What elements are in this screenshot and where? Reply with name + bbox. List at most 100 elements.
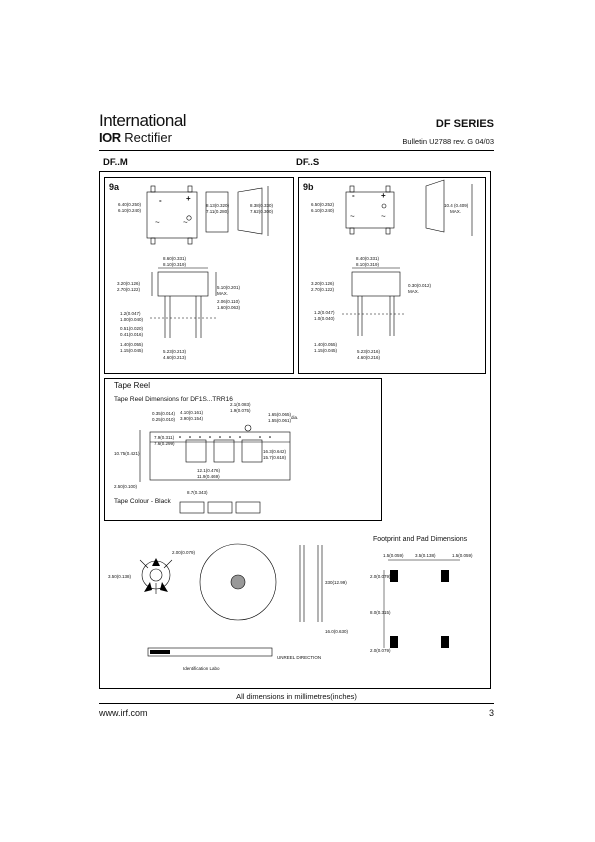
- fp-dim-a: 1.5(0.059): [383, 553, 404, 558]
- fp-dim-e: 8.0(0.315): [370, 610, 391, 615]
- brand-logo: IOR Rectifier: [99, 130, 172, 145]
- tape-dim-i: 2.50(0.100): [114, 484, 138, 489]
- dim-9b-lead-l: 3.20(0.126): [311, 281, 335, 286]
- figure-9a-label: 9a: [109, 182, 120, 192]
- reel-dim-b: 3.50(0.138): [108, 574, 132, 579]
- dim-9b-pitch2: 4.60(0.216): [357, 355, 381, 360]
- tape-dim-h: 12.1(0.476): [197, 468, 221, 473]
- figure-9b-panel: [298, 177, 486, 374]
- figure-9b-label: 9b: [303, 182, 314, 192]
- footer-divider: [99, 703, 494, 704]
- dim-9a-lead-h2: 7.62(0.300): [250, 209, 274, 214]
- page-number: 3: [488, 708, 494, 718]
- dim-9a-body-h: 6.40(0.250): [118, 202, 142, 207]
- dim-9a-body-h2: 6.10(0.240): [118, 208, 142, 213]
- footprint-title: Footprint and Pad Dimensions: [373, 536, 468, 543]
- tape-dim-c: 2.1(0.083): [230, 402, 251, 407]
- tape-dim-e2: 7.6(0.299): [154, 441, 175, 446]
- dim-9b-pitch: 5.23(0.216): [357, 349, 381, 354]
- reel-dim-c: 330(12.99): [325, 580, 347, 585]
- dim-9b-top-w: 8.40(0.331): [356, 256, 380, 261]
- dim-9a-lead-l2: 2.70(0.122): [117, 287, 141, 292]
- dim-9a-span: 5.10(0.201): [217, 285, 241, 290]
- reel-dim-a: 2.00(0.079): [172, 550, 196, 555]
- tape-dim-e: 7.9(0.311): [154, 435, 175, 440]
- tape-dim-f2: 15.7(0.618): [263, 455, 287, 460]
- tape-dim-f: 16.3(0.642): [263, 449, 287, 454]
- figure-9a-panel: [104, 177, 294, 374]
- dim-9b-body-h: 6.50(0.252): [311, 202, 335, 207]
- header-divider: [99, 150, 494, 151]
- dim-9b-lead-t0-note: MAX.: [408, 289, 420, 294]
- dim-9b-body-h2: 6.10(0.240): [311, 208, 335, 213]
- series-title: DF SERIES: [435, 118, 494, 130]
- tape-dim-a2: 0.25(0.010): [152, 417, 176, 422]
- dim-9a-lead-l: 3.20(0.126): [117, 281, 141, 286]
- dim-9a-base: 2.06(0.110): [217, 299, 240, 304]
- pin-minus-9b: -: [352, 191, 355, 200]
- dim-9a-lead-t2: 1.00(0.040): [120, 317, 144, 322]
- dim-9a-lead-t: 1.2(0.047): [120, 311, 141, 316]
- dim-9a-span-note: MAX.: [217, 291, 229, 296]
- dim-9a-side-h2: 7.11(0.280): [206, 209, 229, 214]
- tape-colour: Tape Colour - Black: [114, 498, 171, 505]
- tape-dim-g: 10.75(0.421): [114, 451, 140, 456]
- dim-9b-lead-t0: 0.30(0.012): [408, 283, 432, 288]
- footer-url[interactable]: www.irf.com: [99, 708, 148, 718]
- fp-dim-d: 2.0(0.079): [370, 574, 391, 579]
- dim-9a-pitch: 5.23(0.213): [163, 349, 187, 354]
- pin-ac1-9b: ~: [350, 212, 355, 221]
- dim-9b-top-w2: 8.10(0.319): [356, 262, 380, 267]
- tape-dim-h2: 11.9(0.469): [197, 474, 220, 479]
- tape-reel-subtitle: Tape Reel Dimensions for DF1S...TRR16: [114, 396, 233, 403]
- pin-minus-9a: -: [159, 196, 162, 205]
- tape-dim-d: 1.65(0.065): [268, 412, 292, 417]
- tape-reel-title: Tape Reel: [114, 381, 151, 390]
- dim-9a-foot: 1.40(0.055): [120, 342, 144, 347]
- brand-name: International: [99, 111, 187, 130]
- brand-rectifier: Rectifier: [124, 130, 172, 145]
- dim-9b-lead-t2: 1.0(0.040): [314, 316, 335, 321]
- pin-plus-9b: +: [381, 191, 386, 200]
- pin-ac2-9a: ~: [183, 218, 188, 227]
- dim-9a-foot2: 1.15(0.045): [120, 348, 144, 353]
- dim-9a-top-w: 8.60(0.331): [163, 256, 187, 261]
- pin-ac2-9b: ~: [381, 212, 386, 221]
- tape-reel-panel: [104, 378, 382, 521]
- dim-9b-side-note: MAX.: [450, 209, 462, 214]
- pin-ac1-9a: ~: [155, 218, 160, 227]
- dim-9a-lead-w: 0.51(0.020): [120, 326, 144, 331]
- tape-dim-d2: 1.55(0.061): [268, 418, 292, 423]
- section-title-dfs: DF..S: [296, 157, 320, 168]
- ior-logo: IOR: [99, 130, 121, 145]
- section-title-dfm: DF..M: [103, 157, 128, 168]
- dim-9b-side-h: 10.4 (0.409): [444, 203, 469, 208]
- tape-dim-j: 8.7(0.343): [187, 490, 208, 495]
- dim-9a-lead-h: 8.38(0.330): [250, 203, 274, 208]
- tape-dim-b: 4.10(0.161): [180, 410, 204, 415]
- fp-dim-f: 2.0(0.079): [370, 648, 391, 653]
- reel-dim-d: 16.0(0.630): [325, 629, 349, 634]
- dim-9b-lead-l2: 2.70(0.122): [311, 287, 335, 292]
- dim-9b-foot: 1.40(0.055): [314, 342, 338, 347]
- bulletin-info: Bulletin U2788 rev. G 04/03: [402, 137, 494, 146]
- dim-9a-base2: 1.60(0.063): [217, 305, 241, 310]
- tape-dim-dia: dia.: [291, 415, 299, 420]
- dim-9a-top-w2: 8.10(0.319): [163, 262, 187, 267]
- dim-9b-foot2: 1.15(0.045): [314, 348, 338, 353]
- reel-identification-label: Identification Labo: [183, 666, 220, 671]
- dim-9b-lead-t: 1.2(0.047): [314, 310, 335, 315]
- drawing-frame: [99, 171, 491, 689]
- fp-dim-c: 1.5(0.059): [452, 553, 473, 558]
- reel-unreel-direction: UNREEL DIRECTION: [277, 655, 322, 660]
- dimensions-note: All dimensions in millimetres(inches): [236, 692, 357, 701]
- tape-dim-b2: 3.90(0.154): [180, 416, 204, 421]
- dim-9a-side-h: 8.13(0.320): [206, 203, 230, 208]
- tape-dim-a: 0.35(0.014): [152, 411, 176, 416]
- fp-dim-b: 3.5(0.138): [415, 553, 436, 558]
- dim-9a-pitch2: 4.60(0.213): [163, 355, 187, 360]
